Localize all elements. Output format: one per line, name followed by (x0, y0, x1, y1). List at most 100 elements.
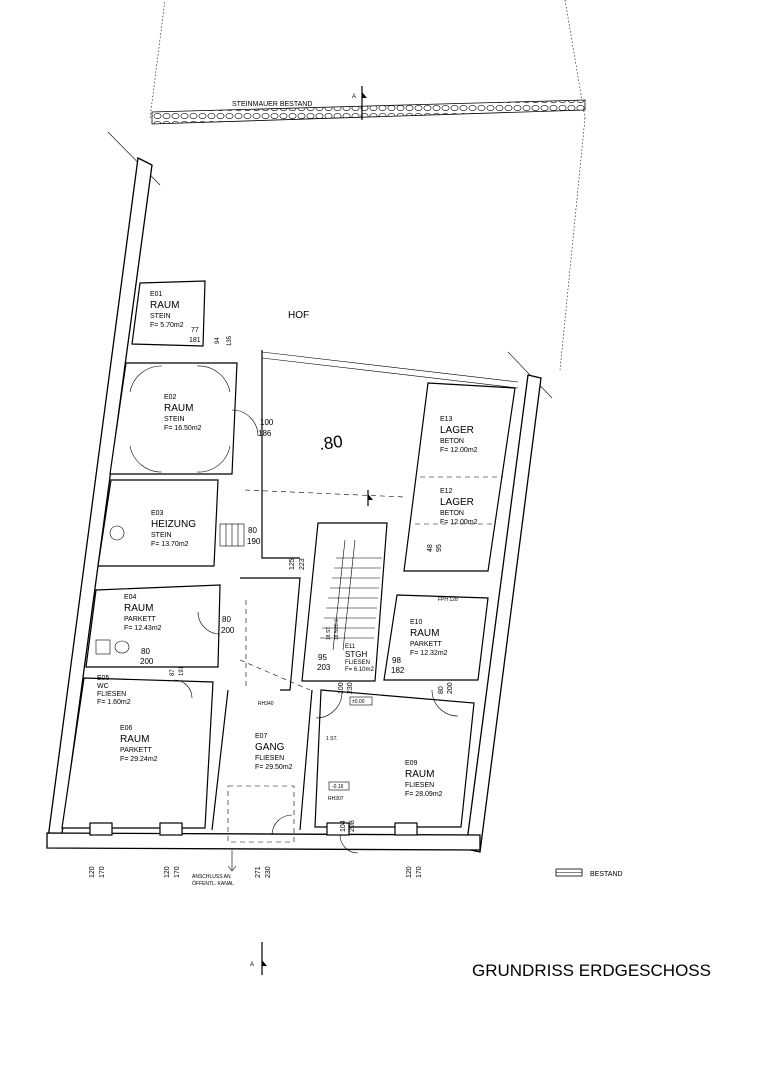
stair-treads (320, 539, 382, 651)
room-name: LAGER (440, 497, 474, 508)
dim: 170 (99, 866, 106, 878)
level-marks: RH340 RH307 ±0.00 -0.16 FPH 128 1 ST. 18… (258, 597, 458, 802)
room-area: F= 12.00m2 (440, 447, 478, 454)
level: FPH 128 (438, 597, 458, 603)
dim: 182 (391, 666, 405, 675)
room-id: E04 (124, 594, 137, 601)
boiler (109, 525, 125, 541)
section-marker-mid (367, 490, 373, 506)
room-area: F= 5.70m2 (150, 322, 184, 329)
kanal-note: ÖFFENTL. KANAL (192, 880, 234, 887)
dimension-labels: 77 181 94 135 100 186 80 190 125 223 80 … (89, 327, 454, 878)
room-floor: STEIN (164, 416, 185, 423)
basin (114, 640, 130, 654)
dim: 230 (265, 866, 272, 878)
room-id: E02 (164, 394, 177, 401)
room-name: RAUM (164, 403, 193, 414)
room-area: F= 1.60m2 (97, 699, 131, 706)
dim: 87 (170, 669, 176, 676)
exterior-walls (46, 157, 542, 853)
dim: 98 (392, 656, 401, 665)
dim: 190 (247, 537, 261, 546)
dim: 120 (164, 866, 171, 878)
dim: 95 (436, 544, 443, 552)
dim: 80 (438, 686, 445, 694)
dim: 170 (416, 866, 423, 878)
room-id: E07 (255, 733, 268, 740)
dim: 94 (215, 337, 221, 344)
dim: 100 (260, 418, 274, 427)
dim: 181 (189, 337, 201, 344)
dim: 271 (255, 866, 262, 878)
room-name: STGH (345, 650, 367, 659)
door-swings (129, 365, 459, 854)
room-name: RAUM (150, 300, 179, 311)
dim: 104 (340, 820, 347, 832)
room-name: RAUM (120, 734, 149, 745)
dim: 135 (227, 335, 233, 346)
dim: 186 (258, 429, 272, 438)
dim: 80 (248, 526, 257, 535)
rooms-outlines (61, 280, 516, 831)
room-id: E12 (440, 488, 453, 495)
kanal-note: ANSCHLUSS AN (192, 874, 231, 880)
room-name: RAUM (405, 769, 434, 780)
room-name: WC (97, 683, 109, 690)
room-name: GANG (255, 742, 285, 753)
stone-wall (151, 99, 586, 125)
dim: 200 (140, 657, 154, 666)
room-area: F= 13.70m2 (151, 541, 189, 548)
room-area: F= 12.00m2 (440, 519, 478, 526)
room-floor: BETON (440, 438, 464, 445)
dim: 223 (299, 558, 306, 570)
legend-label: BESTAND (590, 871, 623, 878)
room-area: F= 29.24m2 (120, 756, 158, 763)
room-floor: PARKETT (410, 641, 442, 648)
dim: 203 (317, 663, 331, 672)
room-id: E11 (345, 644, 356, 650)
room-floor: FLIESEN (97, 691, 126, 698)
room-id: E01 (150, 291, 163, 298)
room-floor: FLIESEN (255, 755, 284, 762)
legend: BESTAND (555, 868, 623, 878)
room-floor: STEIN (151, 532, 172, 539)
court-level: .80 (318, 432, 344, 454)
room-floor: STEIN (150, 313, 171, 320)
dim: 230 (347, 682, 354, 694)
window-niches (89, 822, 418, 836)
level: 18 ST. (326, 626, 332, 640)
room-name: LAGER (440, 425, 474, 436)
page-title: GRUNDRISS ERDGESCHOSS (472, 961, 711, 980)
room-name: HEIZUNG (151, 519, 196, 530)
room-id: E09 (405, 760, 418, 767)
dim: 208 (349, 820, 356, 832)
dim: 95 (318, 653, 327, 662)
room-name: RAUM (410, 628, 439, 639)
section-marker-bottom: A (250, 942, 267, 975)
level: ±0.00 (352, 699, 365, 705)
room-area: F= 28.09m2 (405, 791, 443, 798)
room-id: E13 (440, 416, 453, 423)
level: RH340 (258, 701, 274, 707)
stair-e03 (219, 523, 245, 547)
room-id: E10 (410, 619, 423, 626)
court-label: HOF (288, 310, 309, 321)
wc-fixture (95, 639, 111, 655)
room-area: F= 6.10m2 (345, 667, 375, 673)
level: -0.16 (332, 784, 344, 790)
room-area: F= 16.50m2 (164, 425, 202, 432)
stone-wall-label: STEINMAUER BESTAND (232, 101, 312, 108)
room-area: F= 12.43m2 (124, 625, 162, 632)
dim: 125 (289, 558, 296, 570)
dim: 191 (179, 665, 185, 676)
room-floor: PARKETT (120, 747, 152, 754)
section-marker-top: A (352, 86, 367, 120)
room-floor: PARKETT (124, 616, 156, 623)
room-name: RAUM (124, 603, 153, 614)
section-marker-label: A (352, 94, 356, 100)
dim: 80 (141, 647, 150, 656)
level: 1 ST. (326, 736, 337, 742)
room-floor: FLIESEN (405, 782, 434, 789)
dim: 80 (222, 615, 231, 624)
